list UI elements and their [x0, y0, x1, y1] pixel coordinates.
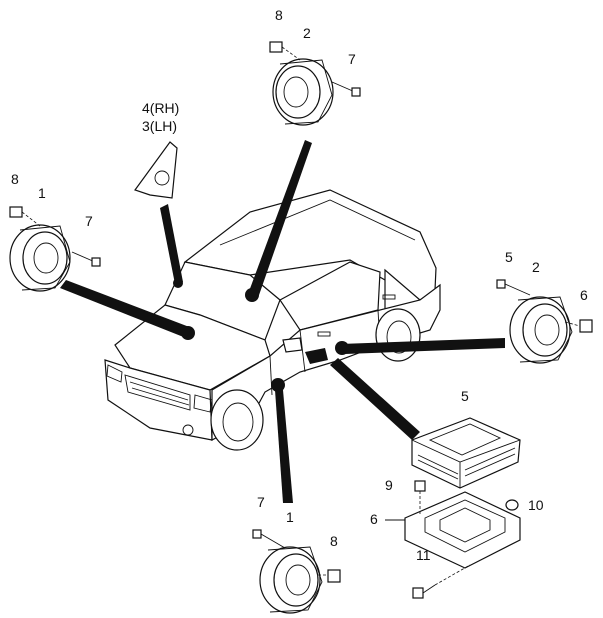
callout-bottom-speaker-screw: 7 [257, 494, 265, 510]
amplifier-bracket [404, 491, 521, 569]
callout-bracket-clip: 6 [370, 511, 378, 527]
callout-bracket-bolt: 11 [416, 547, 431, 563]
bottom-speaker [259, 546, 323, 614]
callout-bottom-speaker-clip: 8 [330, 533, 338, 549]
front-left-fastener [9, 206, 41, 227]
callout-rear-speaker: 2 [532, 259, 540, 275]
amplifier-unit [411, 417, 521, 489]
callout-bottom-speaker: 1 [286, 509, 294, 525]
bracket-nut-right [505, 499, 519, 511]
callout-top-speaker-screw: 7 [348, 51, 356, 67]
callout-amplifier: 5 [461, 388, 469, 404]
tweeter [134, 141, 178, 199]
callout-top-speaker: 2 [303, 25, 311, 41]
front-left-screw [71, 251, 101, 267]
rear-speaker-screw [496, 279, 531, 296]
bracket-bolt [412, 564, 471, 599]
bracket-nut-left [414, 480, 426, 515]
callout-tweeter-rh: 4(RH) [142, 100, 179, 116]
callout-front-left-fastener: 8 [11, 171, 19, 187]
rear-speaker [509, 296, 573, 364]
top-speaker-fastener [269, 41, 301, 61]
callout-top-speaker-fastener: 8 [275, 7, 283, 23]
front-left-speaker [9, 224, 71, 292]
leader-lines [60, 140, 505, 503]
top-speaker [272, 58, 334, 126]
callout-bracket-nut-right: 10 [528, 497, 544, 513]
callout-rear-speaker-clip: 6 [580, 287, 588, 303]
bottom-speaker-clip [318, 569, 341, 583]
callout-tweeter-lh: 3(LH) [142, 118, 177, 134]
callout-rear-speaker-screw: 5 [505, 249, 513, 265]
callout-labels: 8 2 7 4(RH) 3(LH) 8 1 7 5 2 6 5 9 10 6 1… [11, 7, 588, 563]
vehicle-illustration [104, 189, 441, 451]
callout-bracket-nut-left: 9 [385, 477, 393, 493]
callout-front-left-screw: 7 [85, 213, 93, 229]
rear-speaker-clip [564, 319, 593, 333]
callout-front-left-speaker: 1 [38, 185, 46, 201]
bottom-speaker-screw [252, 529, 286, 549]
top-speaker-screw [331, 81, 361, 97]
